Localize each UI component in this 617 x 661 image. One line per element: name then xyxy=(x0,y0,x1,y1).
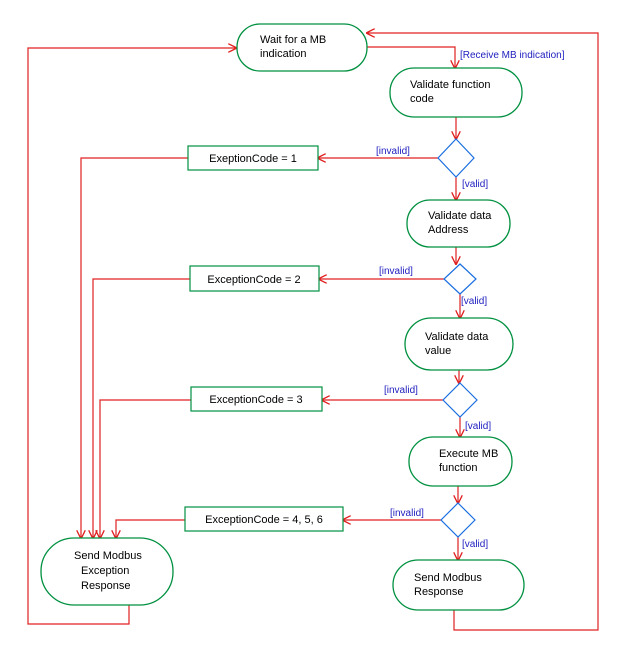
guard-valid-1: [valid] xyxy=(462,179,488,190)
state-wait-line-2: indication xyxy=(260,48,306,60)
state-wait-for-indication: Wait for a MB indication xyxy=(236,23,368,72)
state-send-response-line-2: Response xyxy=(414,586,464,598)
decision-1-diamond xyxy=(437,138,475,178)
exception-box-4-label: ExceptionCode = 4, 5, 6 xyxy=(205,514,323,526)
flow-wait-to-validate-function xyxy=(367,46,455,68)
guard-invalid-2: [invalid] xyxy=(379,266,413,277)
state-validate-data-value: Validate data value xyxy=(404,317,514,371)
guard-labels: [Receive MB indication] [invalid] [valid… xyxy=(376,50,565,550)
state-send-exception-line-2: Exception xyxy=(81,565,129,577)
guard-invalid-3: [invalid] xyxy=(384,385,418,396)
state-validate-address-line-2: Address xyxy=(428,224,469,236)
guard-receive-mb-indication: [Receive MB indication] xyxy=(460,50,565,61)
decision-3-diamond xyxy=(442,382,478,418)
state-execute-line-1: Execute MB xyxy=(439,448,498,460)
decision-4-diamond xyxy=(440,502,476,538)
exception-box-2-label: ExceptionCode = 2 xyxy=(207,274,300,286)
exception-box-1-label: ExeptionCode = 1 xyxy=(209,153,297,165)
guard-invalid-4: [invalid] xyxy=(390,508,424,519)
state-validate-function-line-2: code xyxy=(410,93,434,105)
state-validate-data-address: Validate data Address xyxy=(406,199,511,248)
state-execute-line-2: function xyxy=(439,462,478,474)
state-validate-value-line-1: Validate data xyxy=(425,331,489,343)
exception-box-4: ExceptionCode = 4, 5, 6 xyxy=(184,506,344,532)
state-validate-function-line-1: Validate function xyxy=(410,79,491,91)
flow-lines xyxy=(27,33,599,631)
guard-valid-3: [valid] xyxy=(465,421,491,432)
state-send-modbus-exception-response: Send Modbus Exception Response xyxy=(40,537,174,606)
state-send-exception-line-1: Send Modbus xyxy=(74,550,142,562)
state-validate-address-line-1: Validate data xyxy=(428,210,492,222)
exception-box-1: ExeptionCode = 1 xyxy=(187,145,319,171)
flow-exception-2-to-send-exception xyxy=(93,278,190,538)
state-send-exception-line-3: Response xyxy=(81,580,131,592)
guard-invalid-1: [invalid] xyxy=(376,146,410,157)
flow-send-exception-loop-to-wait xyxy=(27,48,236,625)
state-execute-mb-function: Execute MB function xyxy=(408,436,513,487)
guard-valid-2: [valid] xyxy=(461,296,487,307)
state-send-response-line-1: Send Modbus xyxy=(414,572,482,584)
exception-box-3-label: ExceptionCode = 3 xyxy=(209,394,302,406)
state-send-modbus-response: Send Modbus Response xyxy=(392,559,525,611)
flow-exception-3-to-send-exception xyxy=(100,399,191,538)
exception-box-2: ExceptionCode = 2 xyxy=(189,265,320,292)
flow-send-response-loop-to-wait xyxy=(367,33,599,631)
guard-valid-4: [valid] xyxy=(462,539,488,550)
state-wait-line-1: Wait for a MB xyxy=(260,34,326,46)
exception-box-3: ExceptionCode = 3 xyxy=(190,386,323,412)
flow-exception-4-to-send-exception xyxy=(116,519,185,538)
state-validate-function-code: Validate function code xyxy=(389,67,523,118)
decision-2-diamond xyxy=(443,263,477,295)
state-validate-value-line-2: value xyxy=(425,345,451,357)
flow-exception-1-to-send-exception xyxy=(81,157,188,538)
